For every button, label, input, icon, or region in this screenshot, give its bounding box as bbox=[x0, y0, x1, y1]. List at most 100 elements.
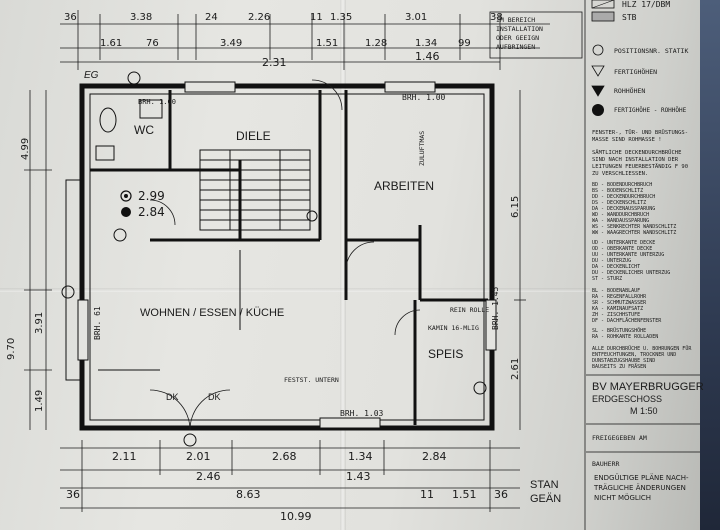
right-dimensions bbox=[514, 90, 526, 430]
room-label-wohnen: WOHNEN / ESSEN / KÜCHE bbox=[140, 307, 284, 319]
legend-note-2: MASSE SIND ROHMASSE ! bbox=[592, 137, 662, 143]
room-labels: EG WC DIELE ARBEITEN WOHNEN / ESSEN / KÜ… bbox=[84, 70, 463, 361]
code-b-4: DU - UNTERZUG bbox=[592, 258, 631, 264]
brh-bottom-label: BRH. 1.03 bbox=[340, 409, 384, 418]
header-note-line-4: AUFBRINGEN bbox=[496, 43, 535, 51]
code-c-2: RA - REGENFALLROHR bbox=[592, 294, 647, 300]
dim-bottom3-1: 36 bbox=[66, 488, 80, 501]
dim-top2-4: 1.51 bbox=[316, 38, 338, 49]
freigegeben-label: FREIGEGEBEN AM bbox=[592, 434, 647, 442]
interior-walls bbox=[90, 90, 488, 425]
code-b-2: OD - OBERKANTE DECKE bbox=[592, 246, 652, 252]
legend-pos-icon bbox=[592, 44, 604, 56]
project-title: BV MAYERBRUGGER bbox=[592, 381, 704, 393]
left-dimension-texts: 4.99 3.91 1.49 9.70 bbox=[6, 138, 45, 412]
dim-bottom-3: 2.68 bbox=[272, 450, 297, 463]
dim-top-3: 24 bbox=[205, 12, 218, 23]
spot-height-high: 2.99 bbox=[138, 189, 165, 203]
festst-note: FESTST. UNTERN bbox=[284, 376, 339, 384]
dim-right-2: 2.61 bbox=[510, 358, 521, 380]
dim-top-7: 3.01 bbox=[405, 12, 427, 23]
legend-codes-b: UD - UNTERKANTE DECKE OD - OBERKANTE DEC… bbox=[592, 240, 670, 282]
code-a-2: BS - BODENSCHLITZ bbox=[592, 188, 643, 194]
bottom-dimension-texts: 2.11 2.01 2.68 1.34 2.84 2.46 1.43 36 8.… bbox=[66, 450, 561, 523]
code-a-1: BD - BODENDURCHBRUCH bbox=[592, 182, 652, 188]
legend-note-4: SÄMTLICHE DECKENDURCHBRÜCHE bbox=[592, 149, 681, 156]
bottom-stan-label: STAN bbox=[530, 479, 559, 491]
wc-fixtures bbox=[95, 99, 163, 161]
room-label-speis: SPEIS bbox=[428, 347, 463, 361]
legend-codes-d: SL - BRÜSTUNGSHÖHE RA - ROHKANTE ROLLADE… bbox=[592, 327, 658, 340]
legend-fertig-roh-icon bbox=[592, 104, 604, 116]
code-b-3: UU - UNTERKANTE UNTERZUG bbox=[592, 252, 664, 258]
brh-right-label: BRH. 1.45 bbox=[491, 286, 500, 330]
dim-bottom3-3: 11 bbox=[420, 488, 434, 501]
header-note-line-2: INSTALLATION bbox=[496, 25, 543, 33]
dim-top-4: 2.26 bbox=[248, 12, 270, 23]
code-a-9: WW - WAAGRECHTER WANDSCHLITZ bbox=[592, 230, 676, 236]
rein-rolle-label: REIN ROLLE bbox=[450, 306, 489, 314]
dim-bottom-2: 2.01 bbox=[186, 450, 211, 463]
left-dimensions bbox=[24, 90, 52, 430]
legend-fertig-roh: FERTIGHÖHE - ROHHÖHE bbox=[614, 107, 687, 114]
legend-note-6: LEITUNGEN FEUERBESTÄNDIG F 90 bbox=[592, 163, 688, 170]
dim-top2-1: 1.61 bbox=[100, 38, 122, 49]
dim-top-1: 36 bbox=[64, 12, 77, 23]
room-label-wc: WC bbox=[134, 123, 154, 137]
bottom-gean-label: GEÄN bbox=[530, 493, 561, 505]
code-e-3: DUNSTABZUGSHAUBE SIND bbox=[592, 358, 655, 364]
brh-top-right-label: BRH. 1.00 bbox=[402, 93, 446, 102]
kamin-label: KAMIN 16-MLIG bbox=[428, 324, 479, 332]
dim-top2-5: 1.28 bbox=[365, 38, 387, 49]
code-a-6: WD - WANDDURCHBRUCH bbox=[592, 212, 649, 218]
floor-tag: EG bbox=[84, 70, 99, 81]
bottom-dimensions bbox=[60, 440, 520, 512]
legend-column: HLZ 17/DBM STB POSITIONSNR. STATIK FERTI… bbox=[584, 0, 704, 530]
right-dimension-texts: 6.15 2.61 bbox=[510, 196, 521, 380]
outer-walls bbox=[65, 83, 495, 431]
footer-note-3: NICHT MÖGLICH bbox=[594, 493, 651, 502]
legend-notes: FENSTER-, TÜR- UND BRÜSTUNGS- MASSE SIND… bbox=[592, 129, 688, 177]
code-b-6: DU - DECKENLICHER UNTERZUG bbox=[592, 270, 670, 276]
dim-bottom-4: 1.34 bbox=[348, 450, 373, 463]
room-label-arbeiten: ARBEITEN bbox=[374, 179, 434, 193]
scale-label: M 1:50 bbox=[630, 406, 658, 416]
dim-bottom-5: 2.84 bbox=[422, 450, 447, 463]
bauherr-label: BAUHERR bbox=[592, 460, 619, 468]
dk-left-label: DK bbox=[166, 392, 179, 402]
door-arcs bbox=[149, 79, 421, 431]
header-note-line-1: IM BEREICH bbox=[496, 16, 535, 24]
dim-right-1: 6.15 bbox=[510, 196, 521, 218]
legend-note-5: SIND NACH INSTALLATION DER bbox=[592, 157, 679, 163]
dim-top3-1: 2.31 bbox=[262, 56, 287, 69]
dim-bottom-total: 10.99 bbox=[280, 510, 312, 523]
legend-codes-e: ALLE DURCHBRÜCHE U. BOHRUNGEN FÜR ENTFEU… bbox=[592, 345, 692, 370]
dim-top-6: 1.35 bbox=[330, 12, 352, 23]
dim-bottom3-2: 8.63 bbox=[236, 488, 261, 501]
code-a-5: DA - DECKENAUSSPARUNG bbox=[592, 206, 655, 212]
spot-height-markers: 2.99 2.84 bbox=[120, 189, 165, 219]
window-top-right bbox=[384, 81, 436, 93]
code-e-2: ENTFEUCHTUNGEN, TROCKNER UND bbox=[592, 352, 676, 358]
code-c-6: DF - DACHFLÄCHENFENSTER bbox=[592, 317, 662, 324]
code-c-5: ZH - ZISCHHSTUFE bbox=[592, 312, 640, 318]
window-right bbox=[485, 299, 497, 351]
dim-top3-2: 1.46 bbox=[415, 50, 440, 63]
window-bottom bbox=[319, 417, 381, 429]
sheet-fold-vertical bbox=[340, 0, 346, 530]
footer-note-1: ENDGÜLTIGE PLÄNE NACH- bbox=[594, 473, 689, 482]
dim-top-2: 3.38 bbox=[130, 12, 152, 23]
code-a-3: DD - DECKENDURCHBRUCH bbox=[592, 194, 655, 200]
code-d-1: SL - BRÜSTUNGSHÖHE bbox=[592, 327, 646, 334]
dim-top2-7: 99 bbox=[458, 38, 471, 49]
legend-hlz: HLZ 17/DBM bbox=[622, 0, 670, 9]
dim-bottom2-1: 2.46 bbox=[196, 470, 221, 483]
dim-left-4: 9.70 bbox=[6, 338, 17, 360]
top-dimension-texts: 36 3.38 24 2.26 11 1.35 3.01 38 1.61 76 … bbox=[64, 12, 503, 69]
code-c-4: KA - KAMINAUFSATZ bbox=[592, 306, 643, 312]
dim-top2-3: 3.49 bbox=[220, 38, 242, 49]
legend-fertighoehen: FERTIGHÖHEN bbox=[614, 67, 657, 76]
column-symbols bbox=[61, 71, 487, 447]
